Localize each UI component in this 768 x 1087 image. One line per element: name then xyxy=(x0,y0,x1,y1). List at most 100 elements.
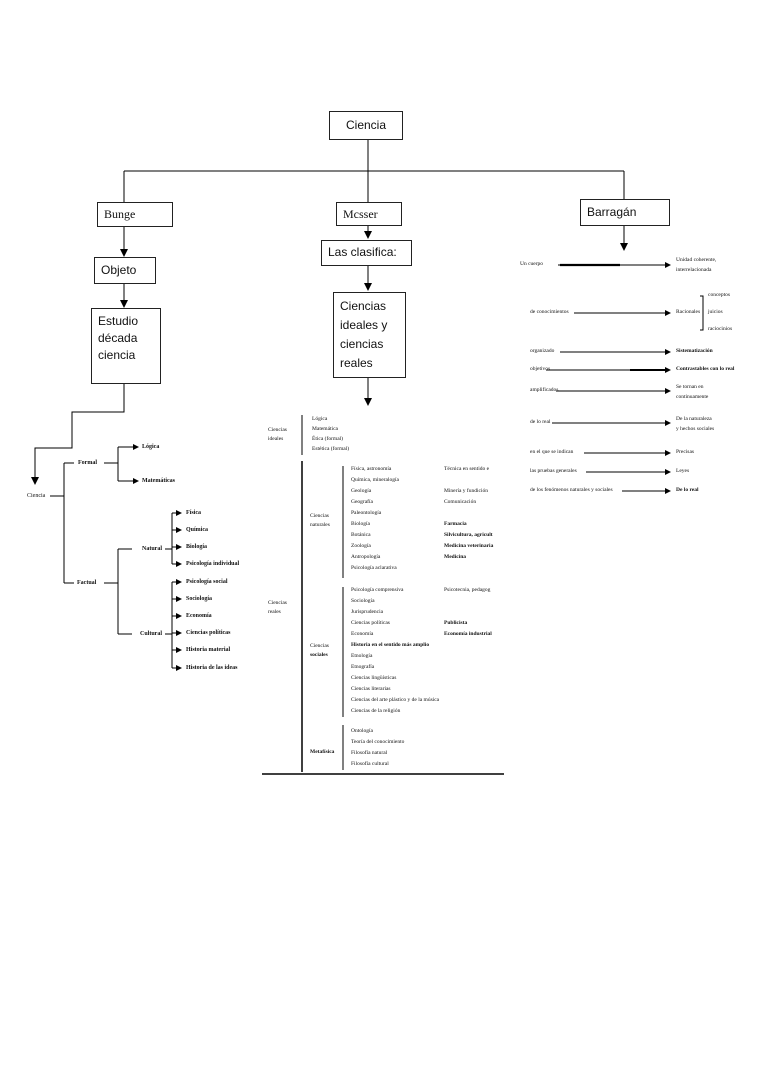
tree-leaf: Historia material xyxy=(186,647,231,653)
natural-item: Geología xyxy=(351,488,372,494)
tree-leaf: Psicología social xyxy=(186,579,228,585)
tree-leaf: Economía xyxy=(186,613,212,619)
tree-leaf: Historia de las ideas xyxy=(186,665,238,671)
arrow-estudio-tree xyxy=(31,384,125,485)
reales-label: reales xyxy=(268,609,281,615)
social-right: Economía industrial xyxy=(444,631,492,637)
tree-natural: Natural xyxy=(142,546,162,552)
barragan-row-right: Precisas xyxy=(676,449,695,455)
estudio-line: ciencia xyxy=(98,348,136,362)
barragan-row-left: organizado xyxy=(530,348,555,354)
barragan-row-right: De lo real xyxy=(676,487,699,493)
ideal-item: Lógica xyxy=(312,416,328,422)
barragan-row-right: Racionales xyxy=(676,309,701,315)
sociales-label: sociales xyxy=(310,652,328,658)
clasifica-box: Las clasifica: xyxy=(321,240,412,266)
naturales-label: naturales xyxy=(310,522,330,528)
barragan-row-right: Se tornan en xyxy=(676,384,704,390)
barragan-label: Barragán xyxy=(587,205,637,219)
natural-item: Zoología xyxy=(351,543,371,549)
tree-matematicas: Matemáticas xyxy=(142,478,175,484)
barragan-row-left: de lo real xyxy=(530,419,551,425)
ideales-label: ideales xyxy=(268,436,284,442)
social-right: Psicotecnia, pedagog xyxy=(444,587,491,593)
meta-item: Filosofía natural xyxy=(351,750,388,756)
natural-right: Comunicación xyxy=(444,499,477,505)
natural-item: Botánica xyxy=(351,532,371,538)
natural-item: Antropología xyxy=(351,554,381,560)
tree-root: Ciencia xyxy=(27,493,46,499)
social-item: Economía xyxy=(351,631,374,637)
natural-item: Psicología aclarativa xyxy=(351,565,397,571)
natural-right: Minería y fundición xyxy=(444,488,488,494)
social-item: Ciencias literarias xyxy=(351,686,391,692)
natural-right: Farmacia xyxy=(444,521,467,527)
social-item: Ciencias lingüísticas xyxy=(351,675,397,681)
social-item: Jurisprudencia xyxy=(351,609,384,615)
tree-leaf: Ciencias políticas xyxy=(186,630,231,636)
natural-right: Medicina veterinaria xyxy=(444,543,494,549)
objeto-label: Objeto xyxy=(101,263,137,277)
messer-label: Mcsser xyxy=(343,207,378,221)
barragan-row-side: juicios xyxy=(708,309,723,315)
barragan-row-left: en el que se indican xyxy=(530,449,574,455)
objeto-box: Objeto xyxy=(94,257,156,284)
social-item: Historia en el sentido más amplio xyxy=(351,642,430,648)
social-item: Psicología comprensiva xyxy=(351,587,404,593)
tree-leaf: Sociología xyxy=(186,596,213,602)
estudio-line: Estudio xyxy=(98,314,139,328)
estudio-line: década xyxy=(98,331,138,345)
barragan-row-right: y hechos sociales xyxy=(676,426,715,432)
social-item: Etnología xyxy=(351,653,373,659)
barragan-row-right: Leyes xyxy=(676,468,690,474)
social-item: Ciencias del arte plástico y de la músic… xyxy=(351,697,440,703)
barragan-row-left: objetivos xyxy=(530,366,551,372)
tree-cultural: Cultural xyxy=(140,631,163,637)
natural-item: Biología xyxy=(351,521,370,527)
reales-label: Ciencias xyxy=(268,600,287,606)
clasifica-label: Las clasifica: xyxy=(328,245,397,259)
natural-item: Paleontología xyxy=(351,510,382,516)
tree-logica: Lógica xyxy=(142,444,160,450)
ciencias-line: ideales y xyxy=(340,318,388,332)
sociales-label: Ciencias xyxy=(310,643,329,649)
social-item: Ciencias políticas xyxy=(351,620,390,626)
naturales-label: Ciencias xyxy=(310,513,329,519)
barragan-row-side: conceptos xyxy=(708,292,730,298)
barragan-row-right: continuamente xyxy=(676,394,709,400)
ciencia-label: Ciencia xyxy=(345,118,387,132)
ideal-item: Estética (formal) xyxy=(312,446,350,452)
meta-item: Ontología xyxy=(351,728,373,734)
ciencias-line: ciencias xyxy=(340,337,384,351)
ciencias-box: Ciencias ideales y ciencias reales xyxy=(333,292,406,378)
natural-item: Química, mineralogía xyxy=(351,477,399,483)
barragan-row-left: las pruebas generales xyxy=(530,468,577,474)
ciencia-box: Ciencia xyxy=(329,111,403,140)
ideal-item: Ética (formal) xyxy=(312,436,343,442)
messer-box: Mcsser xyxy=(336,202,402,226)
meta-item: Filosofía cultural xyxy=(351,761,389,767)
tree-leaf: Psicología individual xyxy=(186,561,240,567)
natural-item: Geografía xyxy=(351,499,373,505)
barragan-row-right: Sistematización xyxy=(676,348,713,354)
barragan-row-left: de los fenómenos naturales y sociales xyxy=(530,487,613,493)
tree-formal: Formal xyxy=(78,460,97,466)
barragan-box: Barragán xyxy=(580,199,670,226)
bunge-box: Bunge xyxy=(97,202,173,227)
barragan-row-left: Un cuerpo xyxy=(520,261,544,267)
barragan-row-right: De la naturaleza xyxy=(676,416,712,422)
ciencias-line: Ciencias xyxy=(340,299,387,313)
barragan-row-left: de conocimientos xyxy=(530,309,569,315)
social-right: Publicista xyxy=(444,620,468,626)
natural-right: Medicina xyxy=(444,554,466,560)
barragan-row-side: raciocinios xyxy=(708,326,733,332)
estudio-box: Estudio década ciencia xyxy=(91,308,161,384)
meta-item: Teoría del conocimiento xyxy=(351,739,405,745)
tree-factual: Factual xyxy=(77,580,97,586)
natural-right: Técnica en sentido e xyxy=(444,466,490,472)
social-item: Sociología xyxy=(351,598,375,604)
natural-right: Silvicultura, agricult xyxy=(444,532,493,538)
barragan-row-right: Contrastables con lo real xyxy=(676,366,735,372)
social-item: Etnografía xyxy=(351,664,375,670)
